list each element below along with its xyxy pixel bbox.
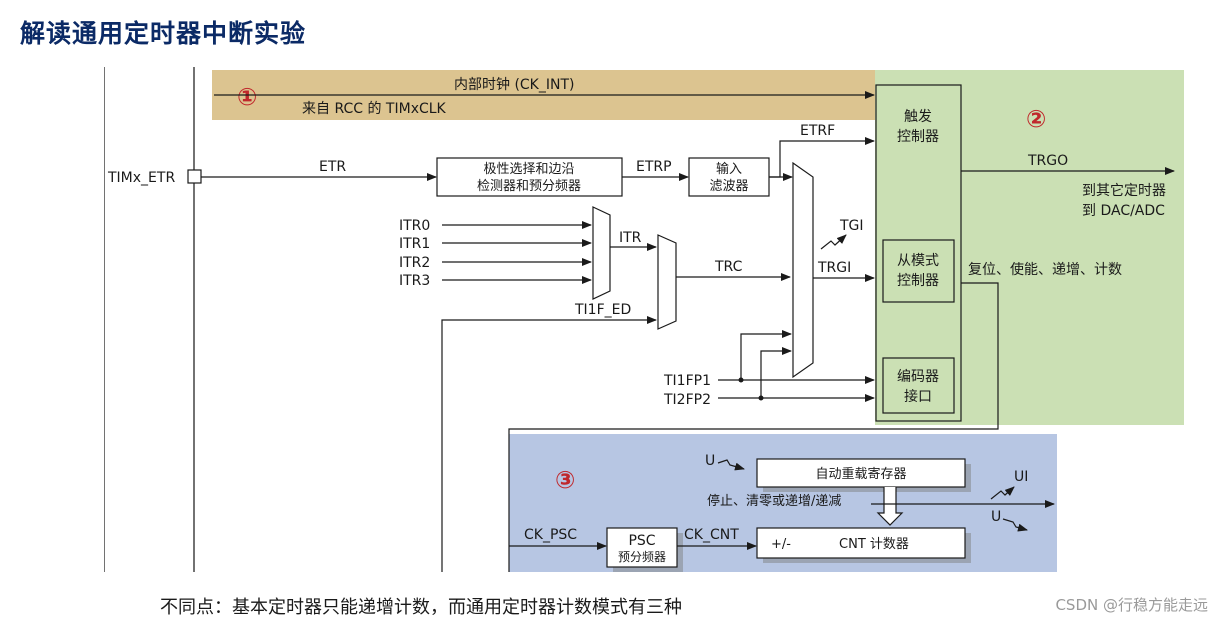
- tgi-arrow-icon: [820, 234, 847, 250]
- edge-detector-box: [436, 157, 623, 197]
- itr1-label: ITR1: [399, 236, 430, 252]
- watermark: CSDN @行稳方能走远: [1055, 596, 1208, 614]
- psc-sub-label: 预分频器: [618, 550, 666, 564]
- itr2-label: ITR2: [399, 255, 430, 271]
- trc-mux: [657, 234, 677, 330]
- psc-box: [606, 527, 678, 568]
- ti1fp1-to-mux: [740, 330, 792, 380]
- marker-1: ①: [237, 83, 257, 111]
- ti1f-ed-line: [441, 316, 657, 572]
- auto-reload-register-box: [756, 458, 966, 488]
- stop-clear-label: 停止、清零或递增/递减: [707, 493, 841, 509]
- ti2fp2-to-mux: [760, 347, 792, 398]
- encoder-interface-line1: 编码器: [897, 369, 939, 385]
- reload-down-arrow: [876, 487, 904, 526]
- etr-pin: [187, 169, 202, 184]
- etr-label: ETR: [319, 159, 346, 175]
- itr-mux: [592, 206, 611, 300]
- ti1f-ed-label: TI1F_ED: [574, 302, 631, 318]
- marker-3: ③: [555, 466, 575, 494]
- u-arrow-top-icon: [717, 459, 745, 471]
- ck-cnt-label: CK_CNT: [684, 527, 739, 543]
- slave-controller-box: [882, 239, 955, 303]
- etrf-label: ETRF: [800, 123, 835, 139]
- auto-reload-register-label: 自动重载寄存器: [815, 466, 906, 482]
- trigger-controller-box: [875, 84, 962, 422]
- trgi-label: TRGI: [817, 260, 851, 276]
- region-controller: [875, 70, 1184, 425]
- u-label-top: U: [705, 453, 715, 469]
- ck-int-label: 内部时钟 (CK_INT): [454, 76, 574, 93]
- timer-block-diagram: ① 内部时钟 (CK_INT) 来自 RCC 的 TIMxCLK TIMx_ET…: [104, 67, 1184, 572]
- etrf-line: [769, 137, 875, 178]
- reset-enable-label: 复位、使能、递增、计数: [968, 261, 1122, 278]
- rcc-label: 来自 RCC 的 TIMxCLK: [302, 101, 447, 117]
- itr0-label: ITR0: [399, 218, 430, 234]
- ui-label: UI: [1014, 469, 1028, 485]
- cnt-counter-label: CNT 计数器: [839, 537, 909, 552]
- trigger-controller-line1: 触发: [904, 109, 932, 125]
- itr-label: ITR: [619, 230, 642, 246]
- trc-label: TRC: [714, 259, 743, 275]
- to-dac-adc-label: 到 DAC/ADC: [1082, 203, 1165, 219]
- to-other-timers-label: 到其它定时器: [1082, 182, 1166, 199]
- edge-detector-line2: 检测器和预分频器: [477, 179, 581, 194]
- ck-psc-label: CK_PSC: [524, 527, 577, 543]
- edge-detector-line1: 极性选择和边沿: [483, 162, 574, 177]
- page-title: 解读通用定时器中断实验: [20, 19, 307, 48]
- trgo-label: TRGO: [1027, 153, 1068, 169]
- tgi-label: TGI: [839, 218, 864, 234]
- psc-label: PSC: [628, 533, 655, 549]
- u-arrow-right-icon: [1002, 518, 1028, 532]
- ti1fp1-junction: [738, 377, 744, 383]
- etrp-label: ETRP: [636, 159, 672, 175]
- trgi-mux: [792, 161, 814, 379]
- plus-minus-label: +/-: [771, 537, 791, 552]
- slave-controller-line2: 控制器: [897, 273, 939, 289]
- slave-controller-line1: 从模式: [897, 253, 939, 269]
- ti2fp2-junction: [758, 395, 764, 401]
- u-label-right: U: [991, 509, 1001, 525]
- encoder-interface-box: [882, 357, 955, 414]
- input-filter-box: [688, 157, 770, 197]
- input-filter-line1: 输入: [716, 161, 742, 177]
- cnt-counter-box: [756, 527, 966, 559]
- ui-arrow-icon: [990, 486, 1015, 500]
- encoder-interface-line2: 接口: [904, 388, 932, 405]
- footer-note: 不同点：基本定时器只能递增计数，而通用定时器计数模式有三种: [160, 597, 682, 618]
- trigger-controller-line2: 控制器: [897, 129, 939, 145]
- marker-2: ②: [1026, 105, 1046, 133]
- timx-etr-label: TIMx_ETR: [107, 170, 175, 186]
- ti1fp1-label: TI1FP1: [663, 373, 711, 389]
- ti2fp2-label: TI2FP2: [663, 392, 711, 408]
- slave-output-line: [508, 282, 999, 572]
- input-filter-line2: 滤波器: [709, 179, 748, 194]
- itr3-label: ITR3: [399, 273, 430, 289]
